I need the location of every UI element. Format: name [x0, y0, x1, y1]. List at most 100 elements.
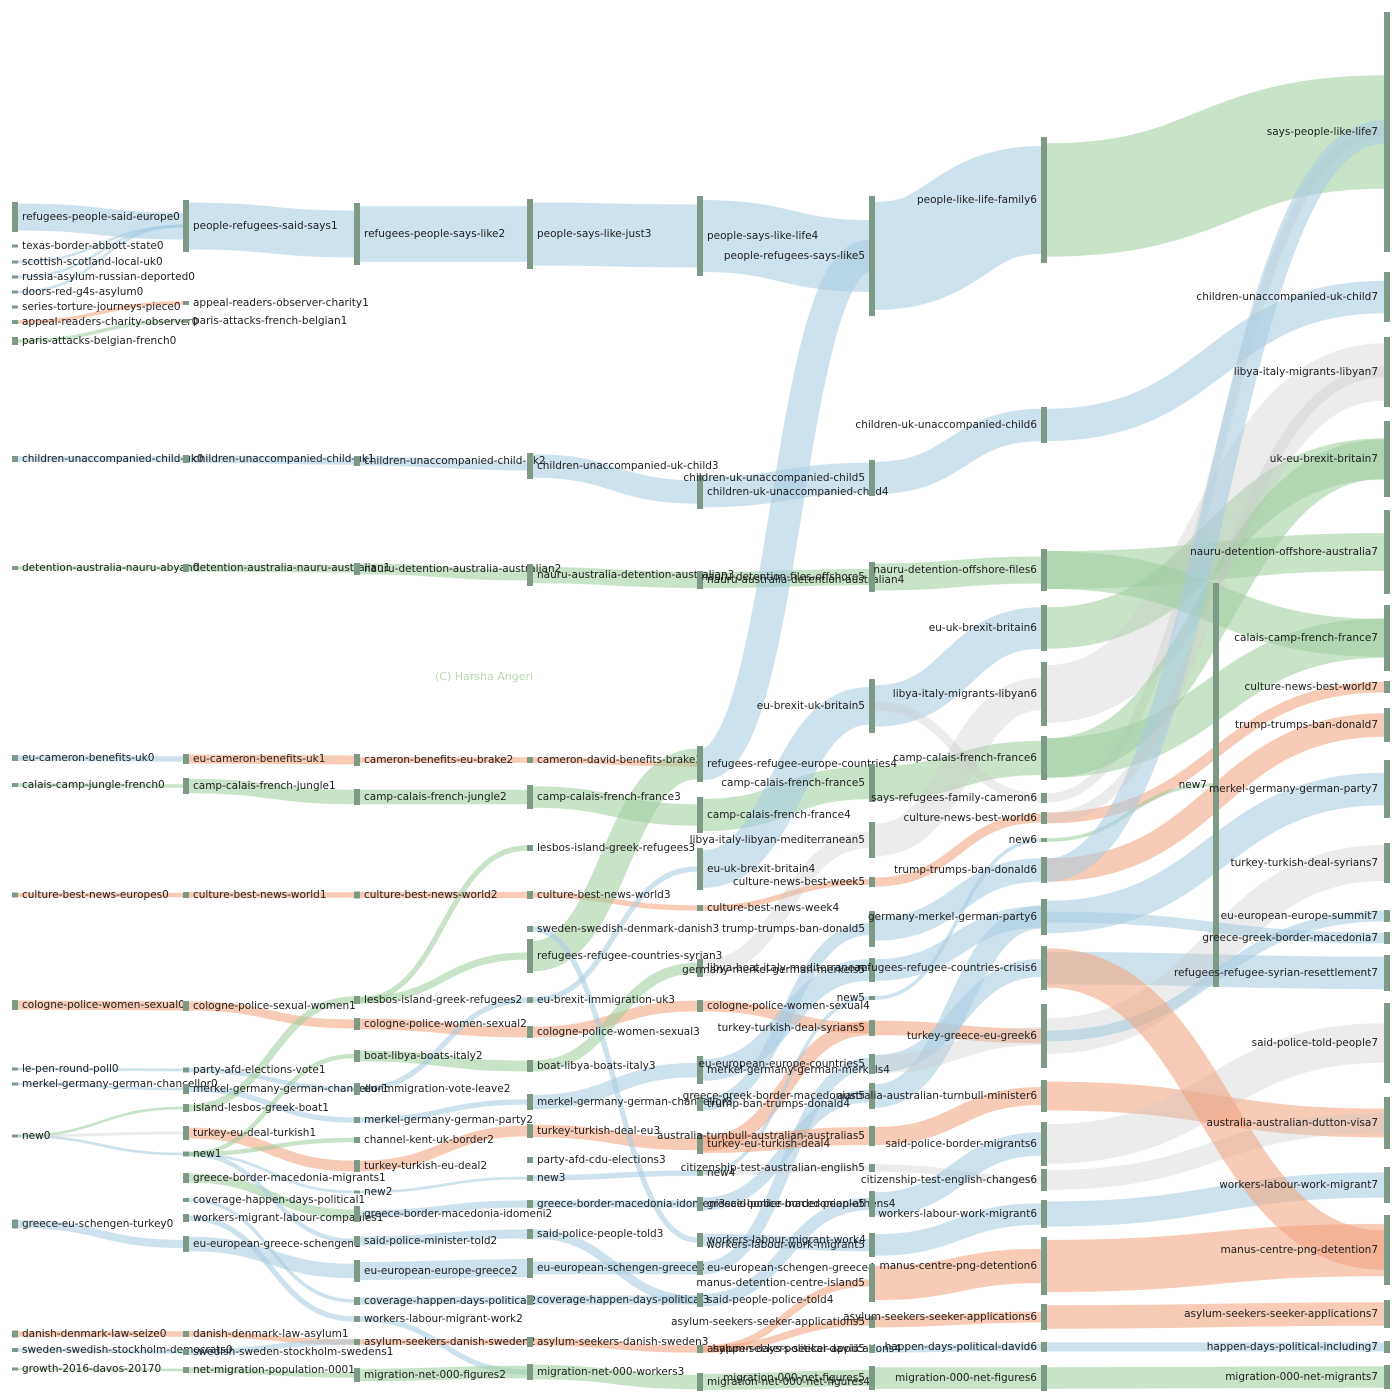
sankey-node[interactable]: nauru-australia-detention-australian4: [697, 571, 905, 589]
sankey-link[interactable]: [17, 783, 184, 788]
node-bar[interactable]: [1041, 736, 1047, 780]
sankey-link[interactable]: [17, 301, 184, 324]
sankey-link[interactable]: [702, 1127, 870, 1153]
sankey-link[interactable]: [532, 866, 698, 1003]
node-bar[interactable]: [527, 1124, 533, 1138]
sankey-link[interactable]: [1046, 75, 1385, 257]
sankey-link[interactable]: [532, 1170, 698, 1181]
sankey-node[interactable]: refugees-refugee-countries-crisis6: [857, 946, 1047, 990]
node-bar[interactable]: [869, 196, 875, 316]
node-bar[interactable]: [183, 778, 189, 794]
node-bar[interactable]: [1041, 605, 1047, 651]
sankey-node[interactable]: cameron-benefits-eu-brake2: [354, 754, 513, 766]
sankey-node[interactable]: workers-labour-migrant-work2: [354, 1313, 523, 1325]
sankey-node[interactable]: australia-australian-turnbull-minister6: [837, 1080, 1047, 1112]
sankey-link[interactable]: [702, 1197, 870, 1307]
sankey-node[interactable]: nauru-detention-files-offshore5: [701, 562, 875, 592]
sankey-node[interactable]: new4: [697, 1167, 736, 1179]
sankey-node[interactable]: party-afd-cdu-elections3: [527, 1154, 666, 1166]
node-bar[interactable]: [527, 997, 533, 1003]
node-bar[interactable]: [1384, 337, 1390, 407]
node-bar[interactable]: [1041, 946, 1047, 990]
sankey-link[interactable]: [188, 1127, 355, 1172]
sankey-node[interactable]: migration-000-net-figures6: [895, 1365, 1047, 1391]
node-bar[interactable]: [12, 1067, 18, 1071]
node-bar[interactable]: [12, 244, 18, 248]
node-bar[interactable]: [869, 996, 875, 1000]
sankey-link[interactable]: [532, 962, 698, 1072]
sankey-node[interactable]: russia-asylum-russian-deported0: [12, 271, 195, 283]
node-bar[interactable]: [869, 958, 875, 982]
node-bar[interactable]: [354, 1190, 360, 1194]
node-bar[interactable]: [1384, 843, 1390, 883]
node-bar[interactable]: [183, 200, 189, 252]
sankey-link[interactable]: [532, 1124, 698, 1151]
sankey-node[interactable]: doors-red-g4s-asylum0: [12, 286, 143, 298]
node-bar[interactable]: [183, 1198, 189, 1202]
node-bar[interactable]: [1041, 1342, 1047, 1352]
sankey-node[interactable]: new3: [527, 1172, 565, 1184]
sankey-node[interactable]: culture-news-best-world6: [903, 812, 1047, 824]
sankey-node[interactable]: people-says-like-just3: [527, 199, 651, 269]
sankey-node[interactable]: eu-european-europe-greece2: [354, 1260, 518, 1282]
sankey-link[interactable]: [702, 1165, 870, 1176]
sankey-node[interactable]: appeal-readers-charity-observer0: [12, 316, 198, 328]
sankey-node[interactable]: asylum-seekers-danish-sweden2: [354, 1336, 535, 1348]
node-bar[interactable]: [12, 337, 18, 345]
sankey-link[interactable]: [701, 687, 871, 888]
sankey-node[interactable]: children-uk-unaccompanied-child5: [683, 460, 875, 496]
sankey-node[interactable]: greece-eu-schengen-turkey0: [12, 1218, 173, 1230]
sankey-link[interactable]: [188, 1067, 355, 1092]
sankey-node[interactable]: germany-merkel-german-merkels5: [682, 958, 875, 982]
sankey-link[interactable]: [874, 1248, 1042, 1301]
sankey-node[interactable]: detention-australia-nauru-australian1: [183, 562, 390, 574]
node-bar[interactable]: [1041, 812, 1047, 824]
sankey-link[interactable]: [17, 319, 184, 343]
sankey-node[interactable]: culture-news-best-week5: [733, 876, 875, 888]
sankey-link[interactable]: [17, 755, 184, 762]
node-bar[interactable]: [869, 460, 875, 496]
node-bar[interactable]: [354, 1050, 360, 1062]
node-bar[interactable]: [12, 1219, 18, 1229]
sankey-node[interactable]: merkel-germany-german-chancellor1: [183, 1083, 389, 1095]
sankey-node[interactable]: libya-boat-italy-mediterranean4: [697, 959, 875, 977]
node-bar[interactable]: [1384, 681, 1390, 693]
sankey-link[interactable]: [359, 1296, 528, 1305]
node-bar[interactable]: [1384, 708, 1390, 742]
sankey-node[interactable]: asylum-seekers-seeker-applications5: [671, 1316, 875, 1328]
sankey-node[interactable]: lesbos-island-greek-refugees2: [354, 994, 522, 1006]
sankey-node[interactable]: camp-calais-french-france4: [697, 797, 851, 833]
sankey-node[interactable]: paris-attacks-belgian-french0: [12, 335, 176, 347]
sankey-node[interactable]: boat-libya-boats-italy3: [527, 1060, 656, 1072]
sankey-link[interactable]: [699, 239, 873, 781]
sankey-node[interactable]: texas-border-abbott-state0: [12, 240, 164, 252]
sankey-link[interactable]: [702, 1279, 870, 1353]
node-bar[interactable]: [1213, 583, 1219, 987]
node-bar[interactable]: [527, 1175, 533, 1181]
node-bar[interactable]: [354, 1018, 360, 1030]
node-bar[interactable]: [1384, 1341, 1390, 1353]
node-bar[interactable]: [869, 764, 875, 802]
sankey-node[interactable]: refugees-refugee-europe-countries4: [697, 746, 897, 782]
sankey-node[interactable]: turkey-greece-eu-greek6: [907, 1004, 1047, 1068]
node-bar[interactable]: [1041, 549, 1047, 591]
node-bar[interactable]: [12, 275, 18, 279]
node-bar[interactable]: [183, 892, 189, 898]
sankey-link[interactable]: [188, 1053, 355, 1157]
node-bar[interactable]: [527, 845, 533, 851]
node-bar[interactable]: [869, 1264, 875, 1302]
sankey-node[interactable]: migration-000-net-figures5: [723, 1366, 875, 1390]
node-bar[interactable]: [1041, 1200, 1047, 1228]
node-bar[interactable]: [527, 1258, 533, 1278]
node-bar[interactable]: [697, 797, 703, 833]
sankey-link[interactable]: [359, 1259, 528, 1280]
sankey-node[interactable]: danish-denmark-law-seize0: [12, 1328, 166, 1340]
sankey-node[interactable]: greece-border-macedonian-athens4: [697, 1197, 896, 1211]
sankey-node[interactable]: happen-days-political-david6: [885, 1341, 1047, 1353]
sankey-node[interactable]: workers-labour-work-migrant5: [706, 1233, 875, 1257]
sankey-link[interactable]: [702, 996, 870, 1175]
sankey-node[interactable]: calais-camp-jungle-french0: [12, 779, 165, 791]
sankey-node[interactable]: nauru-detention-offshore-australia7: [1190, 510, 1390, 594]
node-bar[interactable]: [527, 564, 533, 586]
sankey-node[interactable]: sweden-swedish-denmark-danish3: [527, 923, 719, 935]
